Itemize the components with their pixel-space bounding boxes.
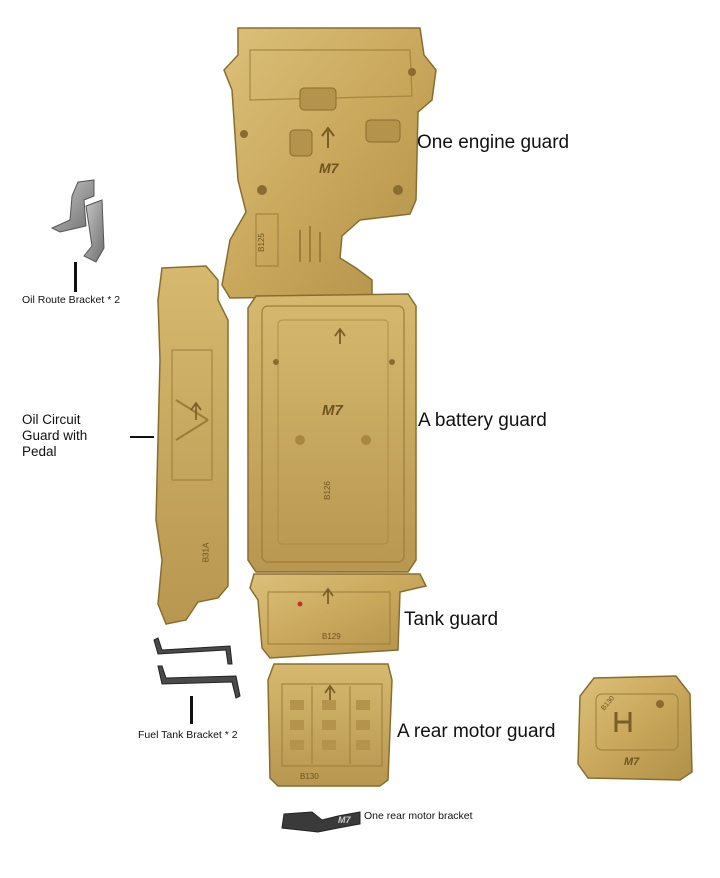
engine-guard-plate (221, 27, 437, 299)
rear-bracket-logo: M7 (338, 815, 351, 825)
extra-guard-logo: M7 (624, 756, 640, 768)
leader-oil-route-bracket (74, 262, 77, 292)
rear-motor-bracket-part (281, 811, 361, 833)
label-oil-circuit-guard: Oil Circuit Guard with Pedal (22, 412, 87, 460)
label-battery-guard: A battery guard (418, 410, 547, 431)
side-guard-code: B31A (201, 542, 211, 563)
fuel-tank-bracket-part (153, 637, 241, 699)
leader-oil-circuit-guard (130, 436, 154, 438)
label-oil-circuit-line2: Guard with (22, 428, 88, 443)
label-rear-motor-bracket: One rear motor bracket (364, 810, 473, 822)
battery-guard-logo: M7 (322, 402, 343, 419)
label-oil-route-bracket: Oil Route Bracket * 2 (22, 294, 121, 306)
label-fuel-tank-bracket: Fuel Tank Bracket * 2 (138, 729, 238, 741)
oil-route-bracket-part (50, 179, 105, 263)
label-tank-guard: Tank guard (404, 609, 499, 630)
engine-guard-code: B125 (256, 233, 266, 252)
tank-guard-code: B129 (322, 632, 341, 641)
battery-guard-plate (247, 293, 417, 573)
label-oil-circuit-line1: Oil Circuit (22, 412, 81, 427)
label-engine-guard: One engine guard (417, 132, 570, 153)
engine-guard-logo: M7 (319, 160, 339, 176)
label-rear-motor-guard: A rear motor guard (397, 721, 556, 742)
oil-circuit-guard-plate (155, 265, 229, 625)
leader-fuel-tank-bracket (190, 696, 193, 724)
tank-guard-plate (249, 573, 428, 659)
extra-guard-plate (577, 675, 693, 781)
label-oil-circuit-line3: Pedal (22, 444, 57, 459)
rear-motor-guard-plate (267, 663, 393, 787)
battery-guard-code: B126 (322, 481, 332, 500)
rear-guard-code: B130 (300, 772, 319, 781)
